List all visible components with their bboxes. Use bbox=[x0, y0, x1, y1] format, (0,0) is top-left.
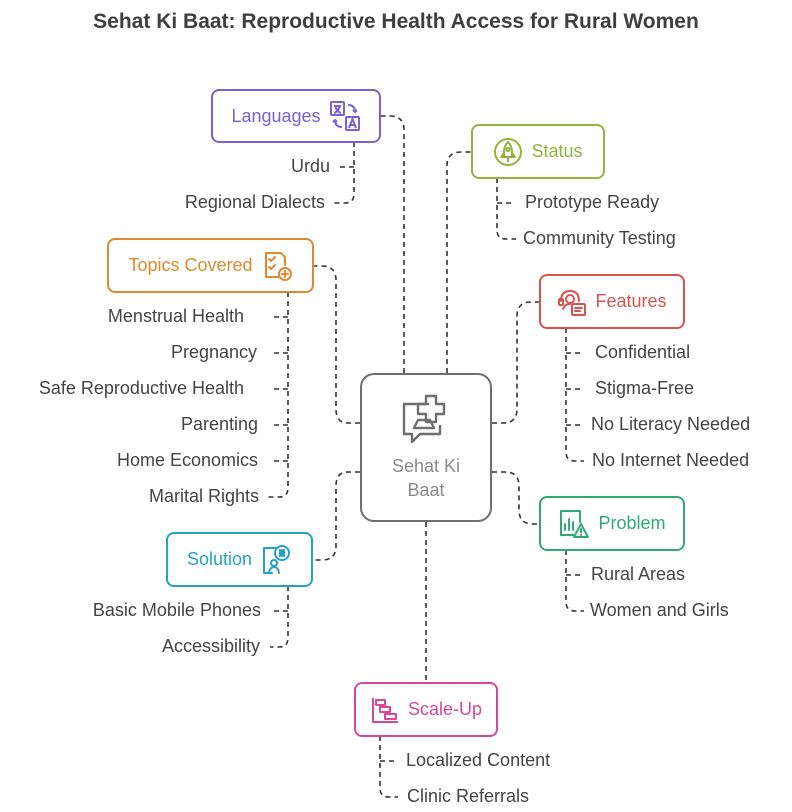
leaf-solution-0: Basic Mobile Phones bbox=[92, 600, 261, 620]
checklist-add-icon bbox=[264, 251, 292, 281]
support-agent-icon bbox=[558, 289, 587, 316]
leaf-solution-1: Accessibility bbox=[161, 636, 260, 656]
leaf-topics-3: Parenting bbox=[180, 414, 258, 434]
branch-features-label: Features bbox=[595, 291, 667, 311]
branch-problem[interactable]: Problem bbox=[539, 496, 685, 551]
branch-languages[interactable]: Languages bbox=[211, 89, 381, 143]
leaf-status-0: Prototype Ready bbox=[525, 192, 660, 212]
gantt-icon bbox=[371, 697, 398, 723]
leaf-scaleup-0: Localized Content bbox=[406, 750, 551, 770]
leaf-languages-0: Urdu bbox=[290, 156, 330, 176]
link-languages bbox=[380, 115, 405, 373]
link-status bbox=[446, 151, 472, 373]
leaf-features-1: Stigma-Free bbox=[595, 378, 695, 398]
leaf-topics-1: Pregnancy bbox=[170, 342, 257, 362]
leaf-languages-1: Regional Dialects bbox=[184, 192, 325, 212]
clinic-chat-icon bbox=[402, 394, 446, 443]
leaf-topics-2: Safe Reproductive Health bbox=[38, 378, 244, 398]
leaf-problem-1: Women and Girls bbox=[590, 600, 729, 620]
branch-topics-label: Topics Covered bbox=[128, 255, 253, 275]
chart-warning-icon bbox=[560, 509, 590, 538]
leaf-topics-5: Marital Rights bbox=[148, 486, 259, 506]
leaf-status-1: Community Testing bbox=[523, 228, 676, 248]
leaf-topics-0: Menstrual Health bbox=[107, 306, 244, 326]
link-solution bbox=[313, 471, 360, 561]
branch-status-label: Status bbox=[531, 141, 583, 161]
branch-problem-label: Problem bbox=[598, 513, 666, 533]
leaf-scaleup-1: Clinic Referrals bbox=[407, 786, 530, 806]
center-label: Sehat Ki Baat bbox=[391, 455, 461, 500]
branch-scaleup[interactable]: Scale-Up bbox=[354, 682, 498, 737]
translate-icon bbox=[329, 101, 360, 131]
leaf-problem-0: Rural Areas bbox=[591, 564, 686, 584]
mobile-user-icon bbox=[263, 544, 291, 574]
center-node[interactable]: Sehat Ki Baat bbox=[360, 373, 492, 522]
branch-solution[interactable]: Solution bbox=[166, 532, 313, 587]
leaf-topics-4: Home Economics bbox=[116, 450, 258, 470]
link-topics bbox=[313, 265, 360, 424]
diagram-title: Sehat Ki Baat: Reproductive Health Acces… bbox=[93, 10, 699, 33]
branch-solution-label: Solution bbox=[186, 549, 253, 569]
branch-features[interactable]: Features bbox=[539, 274, 685, 329]
branch-scaleup-label: Scale-Up bbox=[407, 699, 483, 719]
leaf-features-0: Confidential bbox=[595, 342, 691, 362]
link-problem bbox=[492, 471, 540, 525]
link-features bbox=[492, 301, 540, 424]
branch-languages-label: Languages bbox=[231, 105, 321, 126]
branch-topics[interactable]: Topics Covered bbox=[107, 238, 314, 293]
rocket-icon bbox=[494, 137, 523, 166]
leaf-features-2: No Literacy Needed bbox=[591, 414, 751, 434]
leaf-features-3: No Internet Needed bbox=[592, 450, 750, 470]
branch-status[interactable]: Status bbox=[471, 124, 605, 179]
